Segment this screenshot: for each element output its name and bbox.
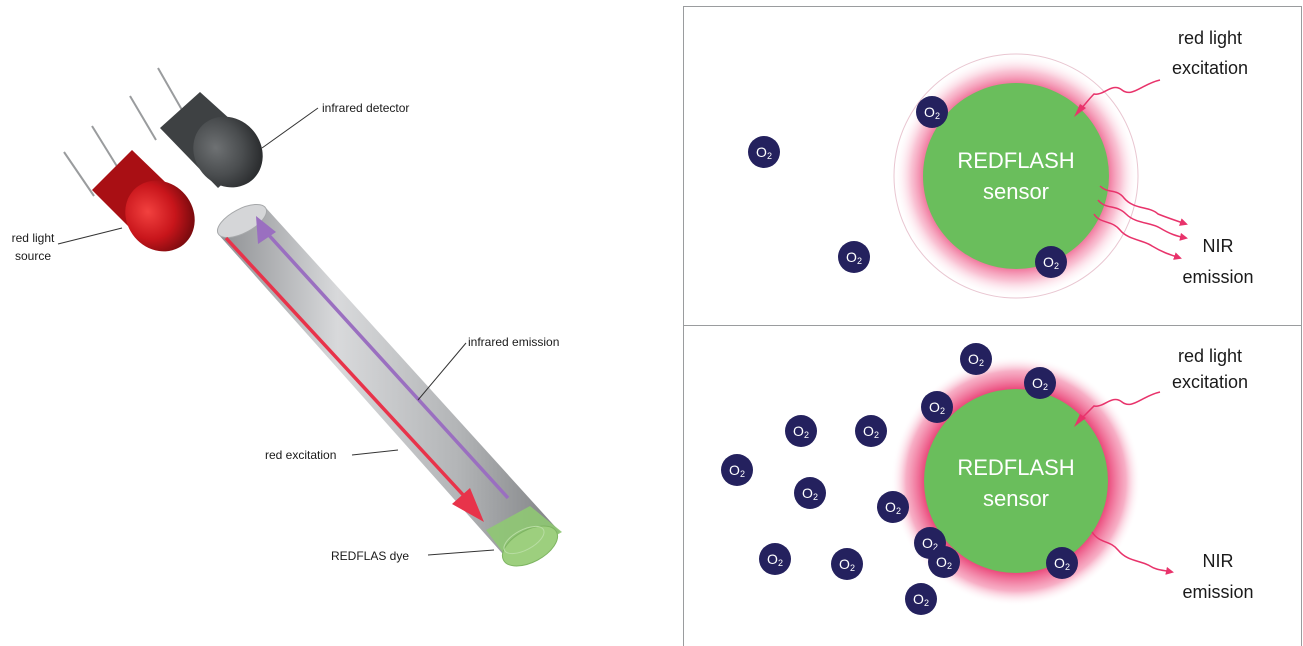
led-pins [63, 125, 119, 197]
o2-badge [921, 391, 953, 423]
redflash-sensor [924, 389, 1108, 573]
o2-label: O2 [1032, 375, 1048, 392]
excitation-arrow [1077, 79, 1161, 113]
o2-badge [905, 583, 937, 615]
panel-high-oxygen: REDFLASH sensor red light excitation NIR… [721, 343, 1254, 615]
emission-label-line1: NIR [1203, 236, 1234, 256]
excitation-arrow [1077, 391, 1161, 423]
o2-molecule: O2 [855, 415, 887, 447]
emission-label-line2: emission [1182, 582, 1253, 602]
o2-molecule: O2 [877, 491, 909, 523]
o2-label: O2 [863, 423, 879, 440]
o2-badge [1024, 367, 1056, 399]
o2-label: O2 [839, 556, 855, 573]
o2-label: O2 [924, 104, 940, 121]
o2-molecule: O2 [1024, 367, 1056, 399]
o2-badge [916, 96, 948, 128]
o2-label: O2 [922, 535, 938, 552]
o2-badge [1035, 246, 1067, 278]
o2-badge [721, 454, 753, 486]
emission-label-line1: NIR [1203, 551, 1234, 571]
detector-pins [129, 67, 183, 141]
o2-label: O2 [929, 399, 945, 416]
sensor-label-line1: REDFLASH [957, 455, 1074, 480]
optical-fiber [217, 203, 562, 567]
o2-label: O2 [729, 462, 745, 479]
o2-molecule: O2 [838, 241, 870, 273]
red-excitation-arrow [224, 236, 484, 522]
o2-molecule: O2 [905, 583, 937, 615]
o2-label: O2 [793, 423, 809, 440]
o2-label: O2 [1054, 555, 1070, 572]
o2-molecule: O2 [928, 546, 960, 578]
o2-badge [748, 136, 780, 168]
red-light-led [92, 150, 195, 252]
o2-badge [785, 415, 817, 447]
o2-badge [960, 343, 992, 375]
emission-arrows [1093, 185, 1188, 260]
o2-label: O2 [756, 144, 772, 161]
excitation-label-line2: excitation [1172, 372, 1248, 392]
o2-molecule: O2 [1035, 246, 1067, 278]
sensor-label-line1: REDFLASH [957, 148, 1074, 173]
sensor-label-line2: sensor [983, 486, 1049, 511]
red-light-source-label-line1: red light [12, 231, 55, 245]
excitation-label-line1: red light [1178, 28, 1242, 48]
o2-label: O2 [767, 551, 783, 568]
o2-molecule: O2 [794, 477, 826, 509]
o2-molecule: O2 [916, 96, 948, 128]
excitation-label-line2: excitation [1172, 58, 1248, 78]
leader-lines [57, 107, 495, 556]
o2-badge [855, 415, 887, 447]
infrared-emission-label: infrared emission [468, 335, 559, 349]
o2-molecule: O2 [831, 548, 863, 580]
emission-label-line2: emission [1182, 267, 1253, 287]
o2-molecule: O2 [785, 415, 817, 447]
o2-label: O2 [1043, 254, 1059, 271]
o2-badge [838, 241, 870, 273]
left-illustration: infrared detector red light source infra… [12, 67, 562, 567]
o2-molecule: O2 [960, 343, 992, 375]
o2-molecule: O2 [1046, 547, 1078, 579]
dye-label: REDFLAS dye [331, 549, 409, 563]
infrared-detector-label: infrared detector [322, 101, 409, 115]
o2-label: O2 [846, 249, 862, 266]
o2-badge [928, 546, 960, 578]
emission-arrow [1091, 531, 1174, 575]
excitation-label-line1: red light [1178, 346, 1242, 366]
infrared-emission-arrow [256, 216, 510, 500]
red-light-source-label-line2: source [15, 249, 51, 263]
o2-molecule: O2 [759, 543, 791, 575]
o2-label: O2 [936, 554, 952, 571]
o2-label: O2 [885, 499, 901, 516]
o2-badge [831, 548, 863, 580]
o2-badge [877, 491, 909, 523]
o2-molecule: O2 [748, 136, 780, 168]
o2-molecule: O2 [721, 454, 753, 486]
o2-label: O2 [968, 351, 984, 368]
infrared-detector [160, 92, 263, 188]
dye-end-face [501, 525, 559, 567]
panel-low-oxygen: REDFLASH sensor red light excitation NIR… [748, 28, 1254, 299]
o2-badge [759, 543, 791, 575]
o2-badge [794, 477, 826, 509]
panel-frame [683, 6, 1302, 646]
right-panels: REDFLASH sensor red light excitation NIR… [683, 6, 1302, 646]
o2-badge [1046, 547, 1078, 579]
sensor-label-line2: sensor [983, 179, 1049, 204]
o2-label: O2 [913, 591, 929, 608]
o2-molecule: O2 [921, 391, 953, 423]
red-excitation-label: red excitation [265, 448, 336, 462]
o2-label: O2 [802, 485, 818, 502]
redflash-sensor [923, 83, 1109, 269]
